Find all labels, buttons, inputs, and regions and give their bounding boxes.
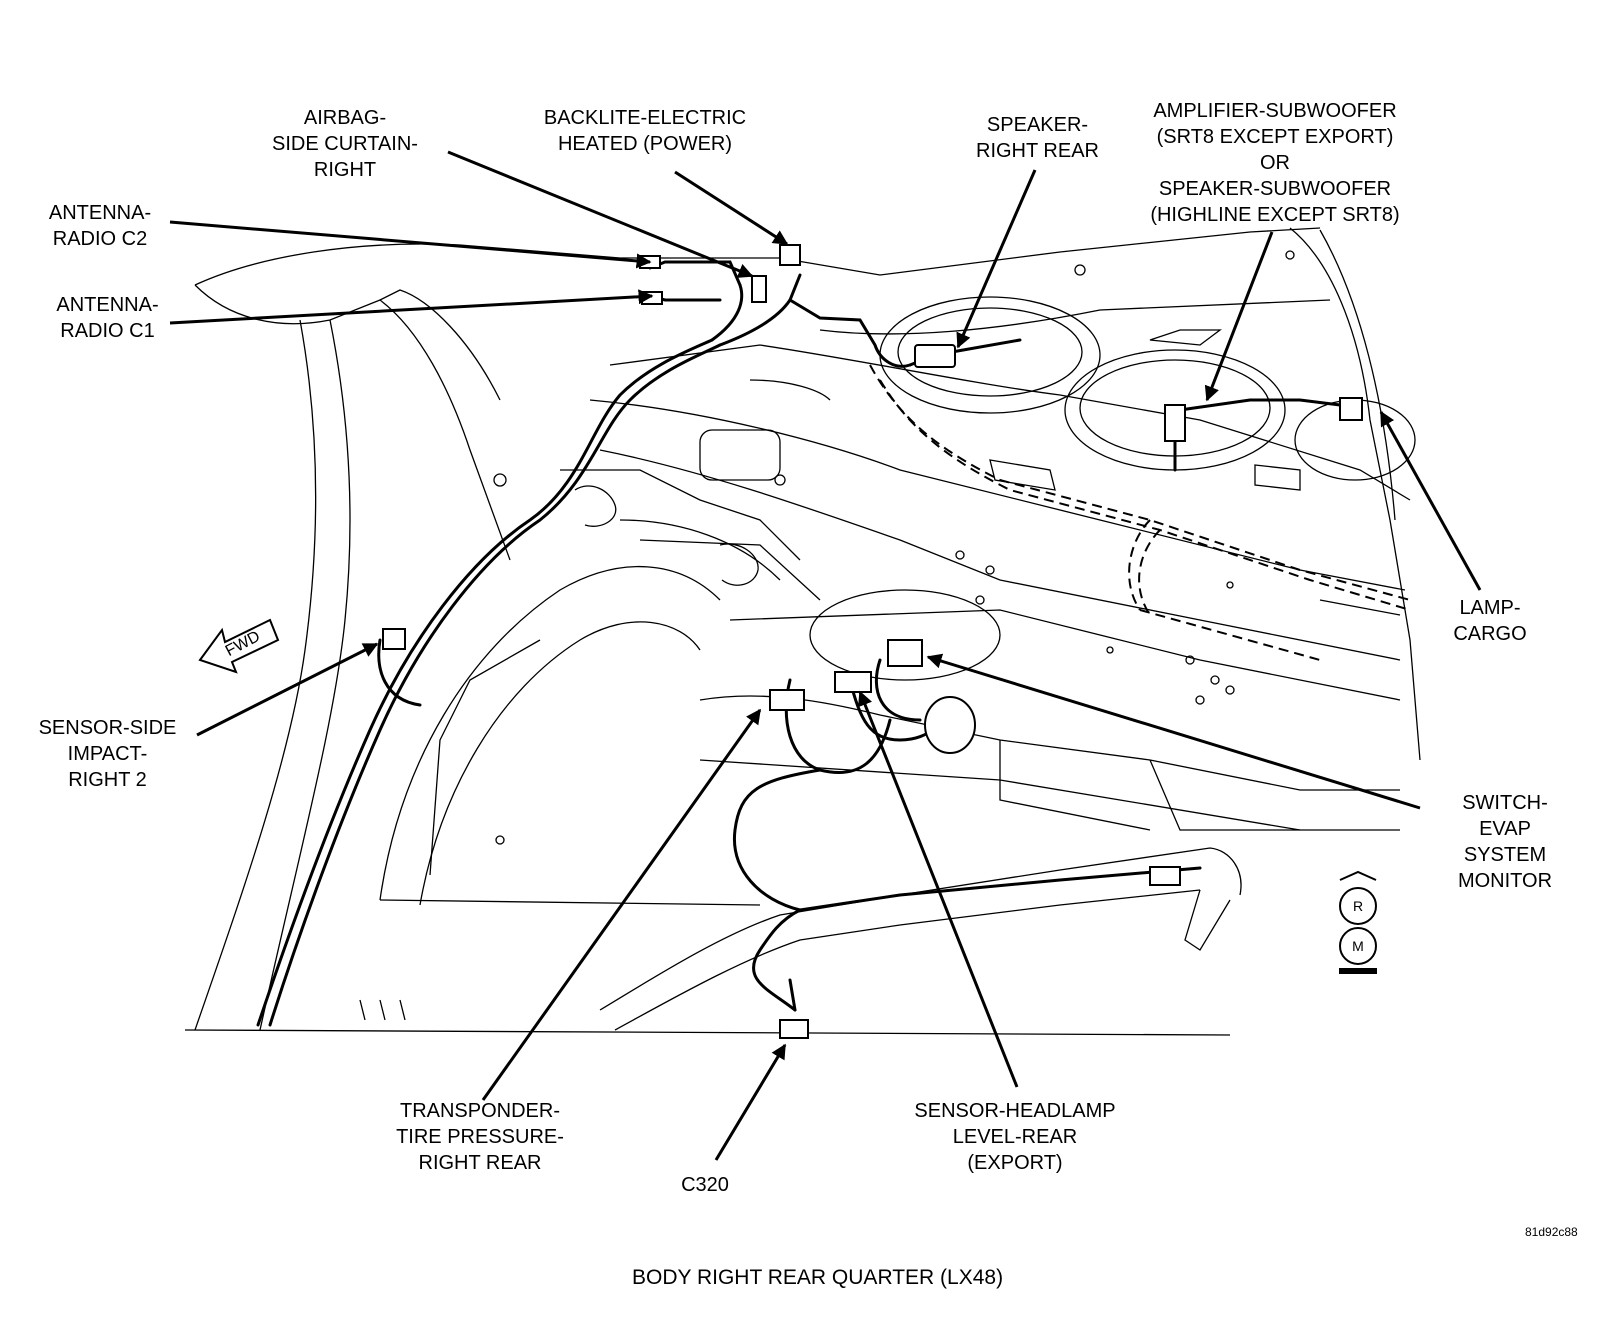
body-structure <box>184 227 1421 1036</box>
label-line: SYSTEM <box>1463 844 1547 866</box>
headlamp-leader <box>858 690 1019 1088</box>
connectors <box>382 244 1363 1039</box>
label-line: LAMP- <box>1459 597 1521 619</box>
label-line: MONITOR <box>1457 870 1553 892</box>
label-amplifier-subwoofer: AMPLIFIER-SUBWOOFER (SRT8 EXCEPT EXPORT)… <box>1125 98 1425 228</box>
transponder-leader <box>481 708 762 1101</box>
label-transponder: TRANSPONDER- TIRE PRESSURE- RIGHT REAR <box>380 1098 580 1176</box>
label-antenna-radio-c2: ANTENNA- RADIO C2 <box>30 200 170 252</box>
airbag-leader <box>447 150 754 278</box>
label-speaker-right-rear: SPEAKER- RIGHT REAR <box>955 112 1120 164</box>
label-line: RADIO C1 <box>60 320 155 342</box>
label-line: SIDE CURTAIN- <box>272 133 418 155</box>
label-line: SENSOR-HEADLAMP <box>914 1100 1116 1122</box>
label-line: RADIO C2 <box>52 228 148 250</box>
label-line: (EXPORT) <box>967 1152 1063 1174</box>
label-line: ANTENNA- <box>48 202 152 224</box>
c320-leader <box>714 1043 787 1161</box>
image-code: 81d92c88 <box>1525 1225 1578 1239</box>
diagram-caption: BODY RIGHT REAR QUARTER (LX48) <box>632 1266 1004 1289</box>
backlite-leader <box>674 170 789 246</box>
label-lamp-cargo: LAMP- CARGO <box>1440 595 1540 647</box>
sensor-side-leader <box>196 642 379 737</box>
label-line: SWITCH- <box>1462 792 1548 814</box>
label-sensor-headlamp: SENSOR-HEADLAMP LEVEL-REAR (EXPORT) <box>895 1098 1135 1176</box>
rm-badge-r: R <box>1353 898 1363 914</box>
label-line: AMPLIFIER-SUBWOOFER <box>1153 100 1397 122</box>
label-line: OR <box>1260 152 1290 174</box>
antenna-c1-leader <box>169 289 654 325</box>
label-line: EVAP <box>1479 818 1531 840</box>
label-line: SPEAKER-SUBWOOFER <box>1158 178 1392 200</box>
label-line: TIRE PRESSURE- <box>396 1126 564 1148</box>
label-line: ANTENNA- <box>56 294 159 316</box>
antenna-c2-leader <box>169 220 652 269</box>
label-backlite-electric: BACKLITE-ELECTRIC HEATED (POWER) <box>520 105 770 157</box>
label-line: RIGHT REAR <box>418 1152 542 1174</box>
label-sensor-side-impact: SENSOR-SIDE IMPACT- RIGHT 2 <box>20 715 195 793</box>
label-line: TRANSPONDER- <box>399 1100 560 1122</box>
hidden-harness <box>869 364 1411 661</box>
switch-evap-leader <box>926 653 1421 810</box>
label-line: RIGHT 2 <box>68 769 147 791</box>
lamp-cargo-leader <box>1379 410 1482 591</box>
fwd-arrow-icon <box>198 618 280 674</box>
label-line: SPEAKER- <box>986 114 1089 136</box>
label-c320: C320 <box>670 1172 740 1198</box>
amplifier-leader <box>1204 231 1274 402</box>
label-line: BACKLITE-ELECTRIC <box>543 107 747 129</box>
label-line: RIGHT REAR <box>976 140 1099 162</box>
speaker-rr-leader <box>956 169 1037 349</box>
label-line: RIGHT <box>313 159 377 181</box>
label-line: AIRBAG- <box>303 107 387 129</box>
label-line: LEVEL-REAR <box>952 1126 1078 1148</box>
label-line: SENSOR-SIDE <box>38 717 177 739</box>
label-line: (SRT8 EXCEPT EXPORT) <box>1156 126 1394 148</box>
label-line: HEATED (POWER) <box>557 133 733 155</box>
label-line: CARGO <box>1453 623 1527 645</box>
label-line: IMPACT- <box>67 743 148 765</box>
label-line: C320 <box>681 1174 729 1196</box>
label-antenna-radio-c1: ANTENNA- RADIO C1 <box>40 292 175 344</box>
label-airbag-side-curtain: AIRBAG- SIDE CURTAIN- RIGHT <box>255 105 435 183</box>
leader-arrows <box>169 150 1482 1161</box>
rm-badge-icon <box>1339 870 1377 974</box>
label-switch-evap: SWITCH- EVAP SYSTEM MONITOR <box>1440 790 1570 894</box>
wiring-harness <box>256 260 1342 1027</box>
rm-badge-m: M <box>1352 938 1364 954</box>
label-line: (HIGHLINE EXCEPT SRT8) <box>1150 204 1400 226</box>
